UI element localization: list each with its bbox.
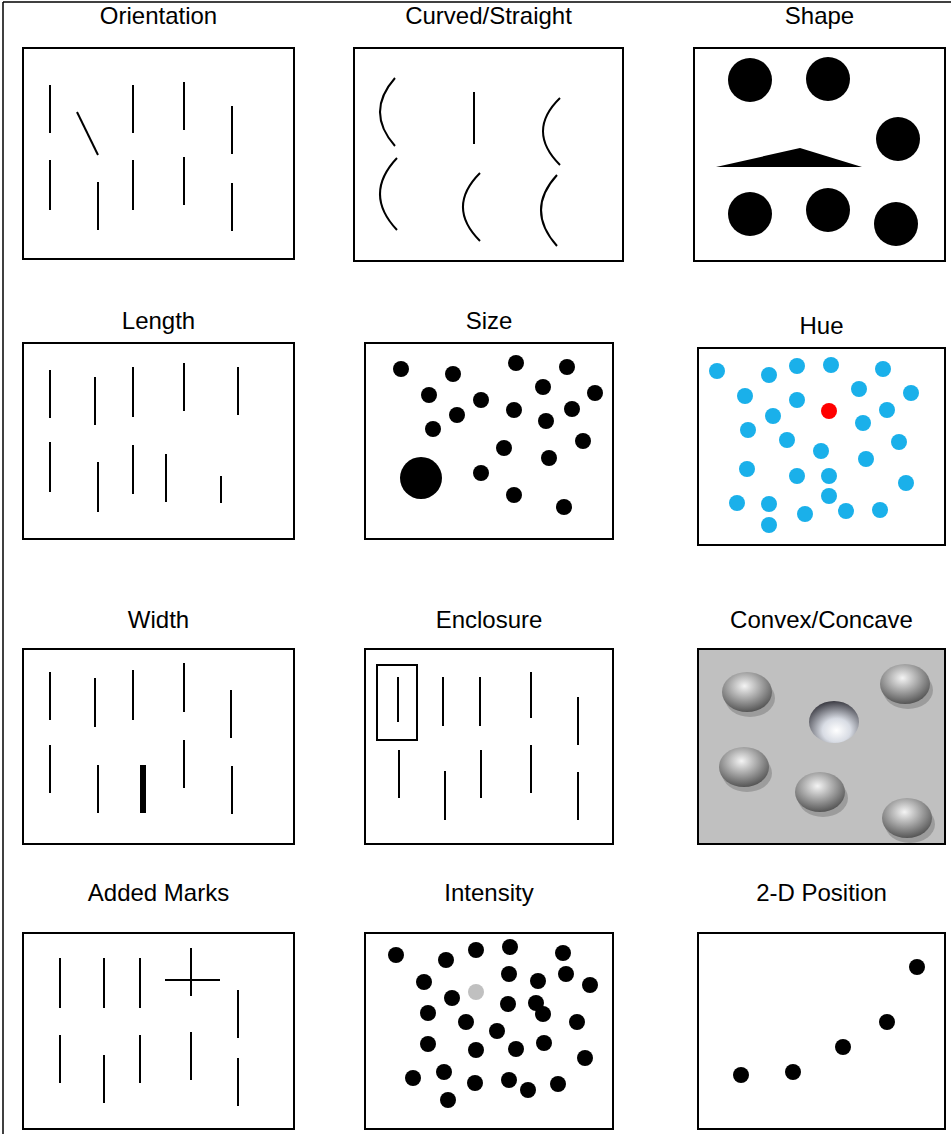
panel-frame [22,932,295,1130]
panel-frame [22,47,295,260]
panel-frame [697,648,946,845]
panel: Convex/Concave [697,606,946,845]
panel-title: Size [364,307,614,335]
panel: Hue [697,312,946,546]
panel-frame [353,47,624,262]
panel-frame [22,648,295,845]
shape-marks [716,57,920,246]
panel: Width [22,606,295,845]
panel-frame [364,648,614,845]
panel: Orientation [22,2,295,260]
hue-dots [709,357,919,533]
intensity-dots [388,939,598,1108]
panel: Size [364,307,614,540]
panel: Enclosure [364,606,614,845]
panel-frame [697,347,946,546]
panel-frame [364,932,614,1130]
position-dots [733,959,925,1083]
panel: Length [22,307,295,540]
panel: Curved/Straight [353,2,624,262]
convex-concave [698,649,945,844]
panel: Added Marks [22,879,295,1130]
panel: Intensity [364,879,614,1130]
outer-frame [3,2,951,1134]
panel-frame [693,47,946,262]
panel: Shape [693,2,946,262]
panel-title: Width [22,606,295,634]
panel-frame [697,932,946,1130]
panel-title: Shape [693,2,946,30]
panel-title: Added Marks [22,879,295,907]
panel-title: Intensity [364,879,614,907]
panel: 2-D Position [697,879,946,1130]
panel-frame [22,342,295,540]
size-dots [393,355,603,515]
panel-title: Hue [697,312,946,340]
panel-title: Convex/Concave [697,606,946,634]
line-marks [50,78,578,1106]
panel-title: Orientation [22,2,295,30]
panel-title: 2-D Position [697,879,946,907]
panel-title: Enclosure [364,606,614,634]
panel-title: Length [22,307,295,335]
panel-frame [364,342,614,540]
panel-title: Curved/Straight [353,2,624,30]
